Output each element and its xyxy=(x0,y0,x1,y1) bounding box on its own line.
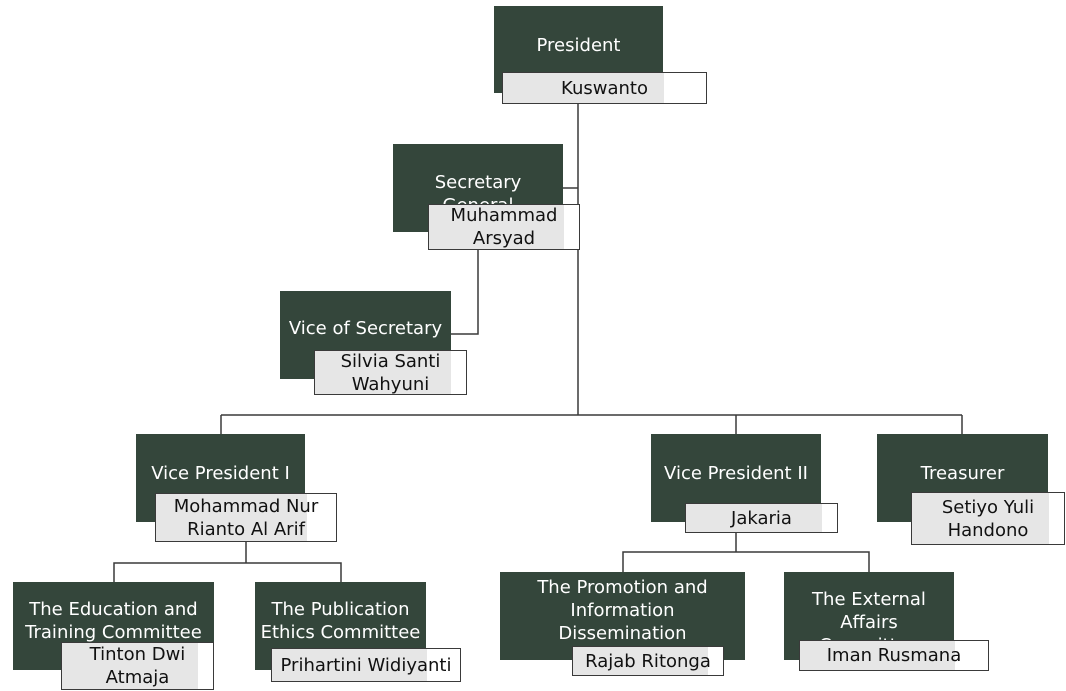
education-committee-name-box: Tinton Dwi Atmaja xyxy=(61,642,214,690)
vice-president-1-name-box: Mohammad Nur Rianto Al Arif xyxy=(155,493,337,542)
publication-committee-role-label: The Publication Ethics Committee xyxy=(260,599,421,643)
connector-vp2-committees xyxy=(622,532,870,572)
promotion-committee-name-box: Rajab Ritonga xyxy=(572,646,724,676)
promotion-committee-role-box: The Promotion and Information Disseminat… xyxy=(500,572,745,667)
external-committee-name-box: Iman Rusmana xyxy=(799,640,989,671)
education-committee-role-label: The Education and Training Committee xyxy=(25,599,202,643)
external-committee-name: Iman Rusmana xyxy=(826,645,962,666)
publication-committee-name-box: Prihartini Widiyanti xyxy=(271,648,461,682)
connector-vice-secretary xyxy=(451,249,479,335)
vice-president-2-name: Jakaria xyxy=(731,507,792,529)
treasurer-name-box: Setiyo Yuli Handono xyxy=(911,492,1065,545)
vice-president-2-name-box: Jakaria xyxy=(685,503,838,533)
vice-president-2-role-label: Vice President II xyxy=(664,463,808,484)
vice-secretary-role-label: Vice of Secretary xyxy=(288,318,443,339)
secretary-general-name-box: Muhammad Arsyad xyxy=(428,204,580,250)
president-name-box: Kuswanto xyxy=(502,72,707,104)
publication-committee-name: Prihartini Widiyanti xyxy=(280,654,452,676)
vice-secretary-name-box: Silvia Santi Wahyuni xyxy=(314,350,467,395)
president-role-label: President xyxy=(536,35,621,56)
president-name: Kuswanto xyxy=(561,77,648,99)
vice-president-1-name: Mohammad Nur Rianto Al Arif xyxy=(173,495,319,540)
connector-vp1-committees xyxy=(113,542,342,582)
vice-secretary-name: Silvia Santi Wahyuni xyxy=(340,350,441,395)
secretary-general-name: Muhammad Arsyad xyxy=(450,205,558,249)
treasurer-name: Setiyo Yuli Handono xyxy=(941,496,1035,541)
promotion-committee-name: Rajab Ritonga xyxy=(585,650,711,672)
vice-president-1-role-label: Vice President I xyxy=(151,463,290,484)
education-committee-name: Tinton Dwi Atmaja xyxy=(89,644,186,688)
treasurer-role-label: Treasurer xyxy=(920,463,1005,484)
